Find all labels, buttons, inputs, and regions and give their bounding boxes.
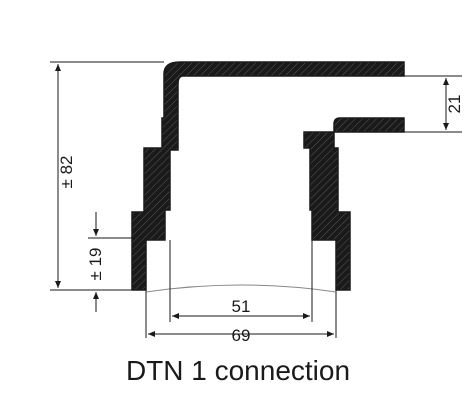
pipe-end-curve xyxy=(145,284,337,293)
drawing-caption: DTN 1 connection xyxy=(125,355,351,386)
dim-outer-diameter-label: 69 xyxy=(232,326,251,345)
dim-overall-height-label: ± 82 xyxy=(57,156,76,189)
dim-inner-diameter-label: 51 xyxy=(232,297,251,316)
fitting-left-wall xyxy=(131,61,405,291)
fitting-right-wall xyxy=(303,117,405,291)
extension-lines xyxy=(50,61,462,338)
dim-outlet-height-label: 21 xyxy=(445,95,464,114)
dim-socket-depth-label: ± 19 xyxy=(86,248,105,281)
